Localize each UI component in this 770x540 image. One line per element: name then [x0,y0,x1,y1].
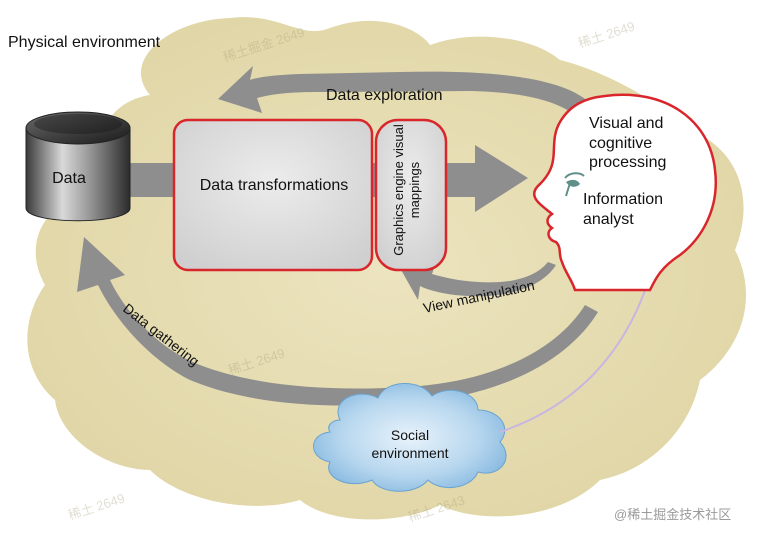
flow-arrow-head [430,145,528,212]
database-cylinder-icon [25,111,131,222]
data-transformations-label: Data transformations [199,177,349,194]
data-store-label: Data [52,170,86,187]
svg-text:稀土 2649: 稀土 2649 [576,18,636,50]
data-exploration-label: Data exploration [326,87,443,104]
flow-band-left [130,163,180,197]
physical-environment-label: Physical environment [8,34,161,51]
social-environment-cloud [313,383,507,492]
site-watermark: @稀土掘金技术社区 [614,507,732,522]
eye-icon [564,172,585,197]
information-analyst-label: Information analyst [583,191,664,228]
graphics-engine-label: Graphics engine visual mappings [391,124,423,256]
analyst-social-link [499,281,649,433]
graphics-engine-box [374,118,448,272]
data-transformations-box [172,118,374,272]
view-manipulation-arrow [400,260,556,300]
svg-text:稀土 2649: 稀土 2649 [66,490,126,522]
visual-cognitive-label: Visual and cognitive processing [589,115,667,172]
data-exploration-arrow [218,66,590,115]
analyst-head-outline [533,93,718,292]
social-environment-label: Social environment [371,427,449,461]
